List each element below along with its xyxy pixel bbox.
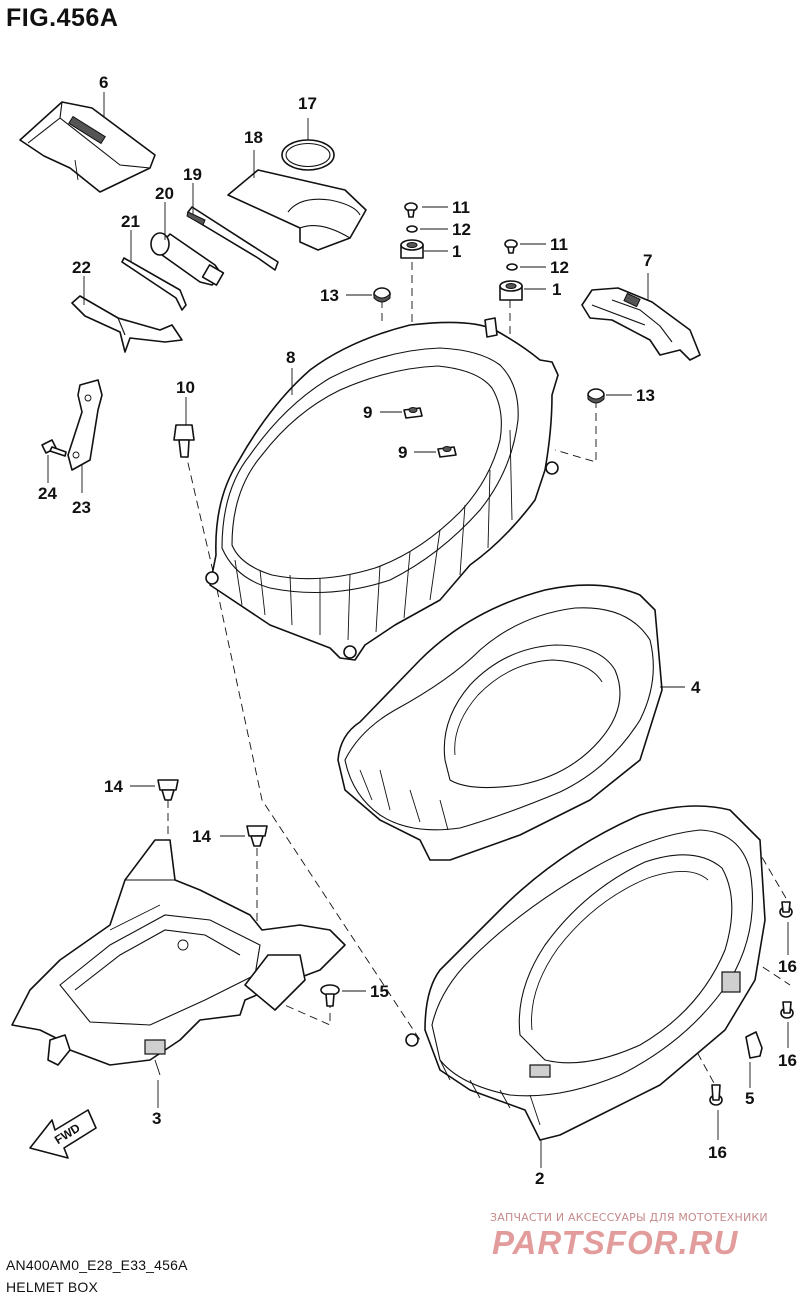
callout-17: 17 [298, 94, 317, 113]
callout-14b: 14 [192, 827, 211, 846]
callout-1b: 1 [552, 280, 561, 299]
part-12-washer-a [406, 225, 418, 233]
callout-4: 4 [691, 678, 701, 697]
part-23-bracket [67, 379, 103, 471]
callout-23: 23 [72, 498, 91, 517]
part-21-hex-key [121, 257, 187, 311]
callout-7: 7 [643, 251, 652, 270]
part-11-screw-b [504, 239, 518, 254]
callout-16b: 16 [778, 1051, 797, 1070]
callout-21: 21 [121, 212, 140, 231]
part-1-grommet-a [400, 239, 424, 259]
part-3-under-cover [11, 839, 346, 1076]
callout-labels: 6 17 18 19 20 21 22 10 24 23 11 12 1 11 … [38, 73, 797, 1188]
part-7-hinge [581, 287, 701, 361]
callout-11b: 11 [550, 235, 568, 254]
callout-2: 2 [535, 1169, 544, 1188]
callout-9b: 9 [398, 443, 407, 462]
part-5-clip [745, 1031, 763, 1059]
part-24-bolt [41, 439, 67, 457]
callout-20: 20 [155, 184, 174, 203]
part-20-tool-handle [150, 232, 225, 286]
part-16-screw-b [780, 1001, 794, 1019]
watermark-logo: PARTSFOR.RU [492, 1224, 739, 1261]
part-9-clip-b [437, 446, 457, 458]
model-code: AN400AM0_E28_E33_456A [6, 1257, 188, 1273]
callout-1a: 1 [452, 242, 461, 261]
callout-15: 15 [370, 982, 389, 1001]
part-17-o-ring [281, 139, 335, 171]
callout-11a: 11 [452, 198, 470, 217]
callout-6: 6 [99, 73, 108, 92]
callout-13a: 13 [320, 286, 339, 305]
callout-12b: 12 [550, 258, 569, 277]
part-19-screwdriver [186, 206, 279, 271]
callout-22: 22 [72, 258, 91, 277]
part-15-screw [320, 984, 340, 1007]
callout-12a: 12 [452, 220, 471, 239]
part-11-screw-a [404, 202, 418, 218]
callout-19: 19 [183, 165, 202, 184]
callout-18: 18 [244, 128, 263, 147]
part-6-manual-cover [19, 101, 156, 193]
figure-caption: HELMET BOX [6, 1279, 98, 1295]
part-10-bolt [173, 424, 195, 458]
part-18-pad [227, 169, 367, 251]
part-16-screw-c [709, 1084, 723, 1106]
watermark-tagline: ЗАПЧАСТИ И АКСЕССУАРЫ ДЛЯ МОТОТЕХНИКИ [490, 1211, 768, 1224]
callout-16c: 16 [708, 1143, 727, 1162]
part-4-liner [337, 584, 663, 861]
callout-5: 5 [745, 1089, 754, 1108]
part-1-grommet-b [499, 280, 523, 301]
figure-title: FIG.456A [6, 4, 119, 32]
callout-3: 3 [152, 1109, 161, 1128]
callout-13b: 13 [636, 386, 655, 405]
part-14-pin-b [246, 825, 268, 847]
part-14-pin-a [157, 779, 179, 801]
callout-24: 24 [38, 484, 57, 503]
part-9-clip-a [403, 407, 423, 419]
callout-14a: 14 [104, 777, 123, 796]
fwd-arrow-icon: FWD [29, 1109, 97, 1159]
part-16-screw-a [779, 901, 793, 918]
callout-16a: 16 [778, 957, 797, 976]
callout-10: 10 [176, 378, 195, 397]
part-2-helmet-box [405, 805, 766, 1141]
part-13-cap-a [373, 287, 391, 303]
part-12-washer-b [506, 263, 518, 271]
callout-9a: 9 [363, 403, 372, 422]
part-8-box-frame [205, 317, 559, 661]
part-13-cap-b [587, 388, 605, 404]
callout-8: 8 [286, 348, 295, 367]
leader-lines [47, 92, 789, 1168]
part-22-spanner [71, 295, 183, 353]
